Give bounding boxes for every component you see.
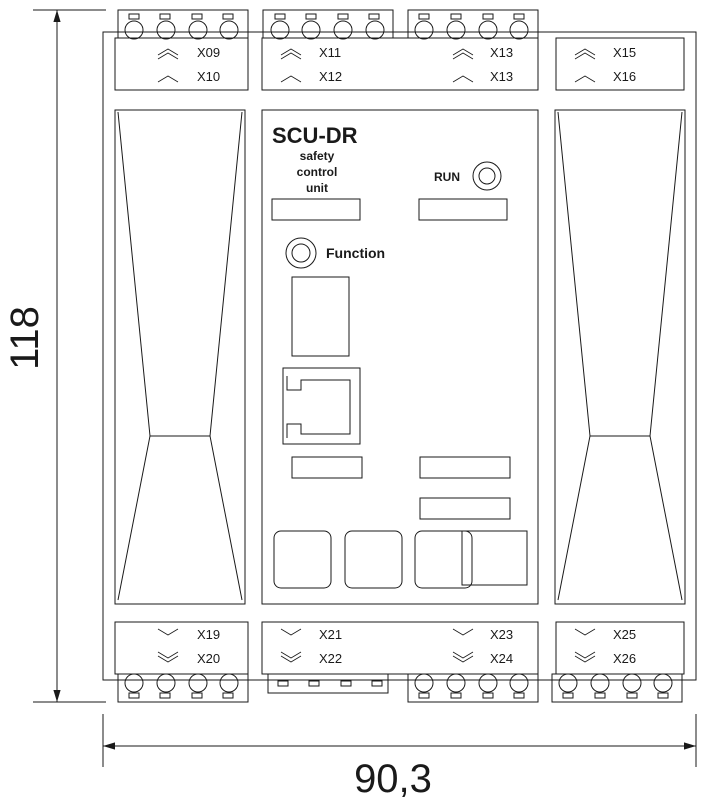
width-dimension-label: 90,3 (354, 757, 432, 801)
label-slot-lower-left (291, 456, 363, 479)
label-slot-right (418, 198, 508, 221)
height-dimension (33, 9, 106, 703)
bottom-connector-left (117, 673, 249, 703)
label-slot-left (271, 198, 361, 221)
terminal-label-x09: X09 (197, 45, 220, 60)
top-arrows (157, 48, 596, 83)
terminal-label-x15: X15 (613, 45, 636, 60)
bottom-connector-middle (267, 673, 389, 694)
ethernet-port-icon (282, 367, 361, 445)
height-dimension-label: 118 (3, 306, 47, 370)
width-dimension (102, 714, 697, 767)
terminal-label-x16: X16 (613, 69, 636, 84)
terminal-label-x13-b: X13 (490, 69, 513, 84)
terminal-label-x23: X23 (490, 627, 513, 642)
bottom-connector-right-1 (407, 673, 539, 703)
top-label-panels (114, 37, 685, 91)
terminal-label-x21: X21 (319, 627, 342, 642)
subtitle-line-2: control (297, 165, 338, 179)
function-button-icon[interactable] (285, 237, 317, 269)
function-label: Function (326, 245, 385, 261)
terminal-label-x24: X24 (490, 651, 513, 666)
terminal-label-x10: X10 (197, 69, 220, 84)
label-slot-lower-right-1 (419, 456, 511, 479)
top-connector-middle (262, 9, 394, 40)
left-side-panel (114, 109, 246, 605)
terminal-label-x11: X11 (319, 45, 341, 60)
terminal-label-x20: X20 (197, 651, 220, 666)
right-side-panel (554, 109, 686, 605)
run-led-icon (472, 161, 502, 191)
label-slot-lower-right-2 (419, 497, 511, 520)
subtitle-line-3: unit (306, 181, 328, 195)
card-slot (291, 276, 350, 357)
terminal-label-x13-a: X13 (490, 45, 513, 60)
bottom-squares (273, 530, 528, 589)
terminal-label-x12: X12 (319, 69, 342, 84)
center-panel (261, 109, 539, 605)
bottom-arrows (157, 628, 596, 663)
top-connector-left (117, 9, 249, 40)
terminal-label-x25: X25 (613, 627, 636, 642)
terminal-label-x19: X19 (197, 627, 220, 642)
top-connector-right (407, 9, 539, 40)
device-title: SCU-DR (272, 123, 358, 148)
terminal-label-x22: X22 (319, 651, 342, 666)
run-label: RUN (434, 170, 460, 184)
bottom-connector-right-2 (551, 673, 683, 703)
subtitle-line-1: safety (300, 149, 335, 163)
housing-outline (102, 31, 697, 681)
terminal-label-x26: X26 (613, 651, 636, 666)
